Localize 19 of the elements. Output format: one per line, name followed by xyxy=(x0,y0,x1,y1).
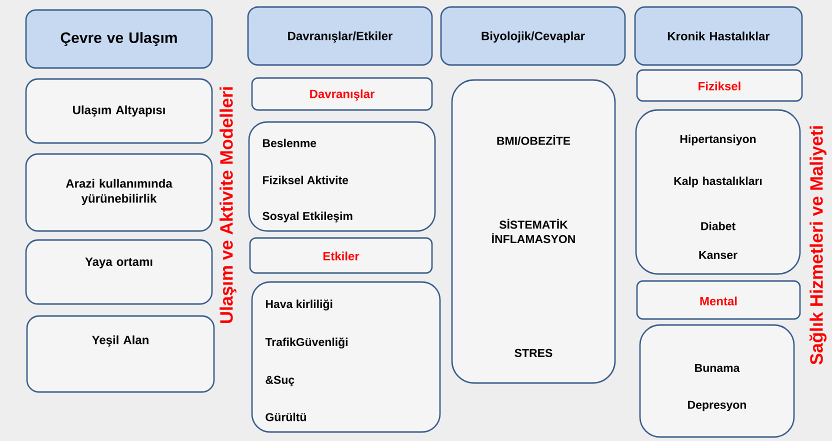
list-box: Yeşil Alan xyxy=(26,315,215,393)
section-box: Mental xyxy=(636,280,801,320)
header-box: Davranışlar/Etkiler xyxy=(247,6,433,66)
section-box: Fiziksel xyxy=(636,69,803,102)
header-box: Kronik Hastalıklar xyxy=(634,6,803,66)
vertical-label: Ulaşım ve Aktivite Modelleri xyxy=(220,87,236,323)
section-box: Davranışlar xyxy=(251,77,433,111)
list-box: Arazi kullanımında yürünebilirlik xyxy=(25,153,213,232)
list-box: Yaya ortamı xyxy=(25,239,213,305)
header-box: Biyolojik/Cevaplar xyxy=(440,6,626,66)
section-box: Etkiler xyxy=(249,237,433,274)
list-box: Beslenme Fiziksel Aktivite Sosyal Etkileşim xyxy=(248,121,436,232)
list-box: Hava kirliliği TrafikGüvenliği &Suç Gürültü xyxy=(251,281,441,433)
list-box: BMI/OBEZİTE SİSTEMATİK İNFLAMASYON STRES xyxy=(451,79,616,384)
list-box: Hipertansiyon Kalp hastalıkları Diabet Kanser xyxy=(635,109,801,275)
list-box: Bunama Depresyon xyxy=(639,324,795,438)
header-box: Çevre ve Ulaşım xyxy=(25,9,213,69)
list-box: Ulaşım Altyapısı xyxy=(25,78,213,144)
vertical-label: Sağlık Hizmetleri ve Maliyeti xyxy=(809,126,827,365)
